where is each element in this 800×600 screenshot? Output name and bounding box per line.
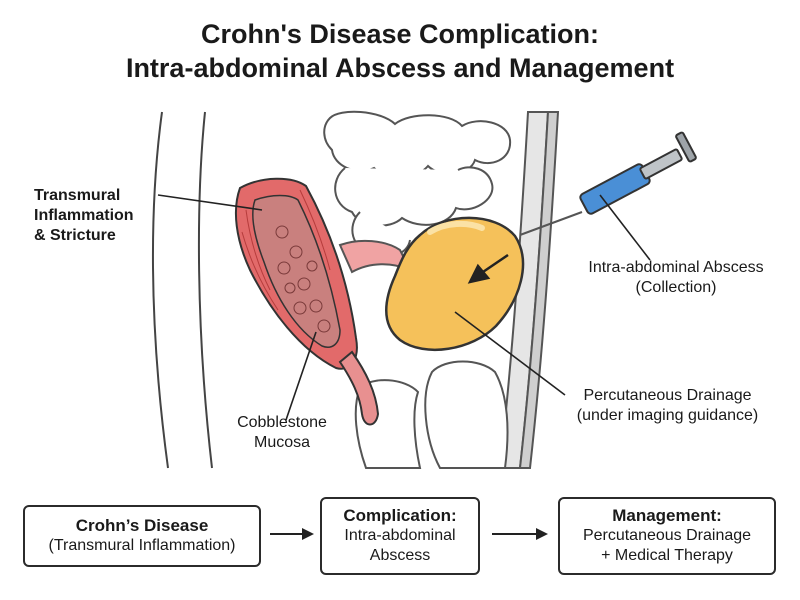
label-transmural-stricture: Transmural Inflammation & Stricture — [34, 187, 134, 244]
abscess-arrow — [467, 253, 509, 284]
cobblestone-pattern — [275, 225, 331, 333]
flow-box-crohns-disease: Crohn’s Disease (Transmural Inflammation… — [23, 505, 261, 567]
abscess-collection — [385, 216, 525, 352]
flow-arrow-1 — [270, 528, 314, 540]
flow-arrow-2 — [492, 528, 548, 540]
rectosigmoid-tail — [338, 350, 380, 426]
body-outline — [151, 111, 213, 469]
label-intra-abdominal-abscess: Intra-abdominal Abscess (Collection) — [588, 259, 764, 296]
diagram-title-line-2: Intra-abdominal Abscess and Management — [125, 53, 675, 83]
label-percutaneous-drainage: Percutaneous Drainage (under imaging gui… — [576, 387, 759, 424]
bowel-wall-striations — [241, 189, 331, 311]
leader-lines — [157, 194, 651, 421]
flow-box-complication: Complication: Intra-abdominal Abscess — [320, 497, 480, 575]
small-bowel-loops — [323, 110, 512, 258]
flow-box-management: Management: Percutaneous Drainage + Medi… — [558, 497, 776, 575]
strictured-bowel-segment — [234, 177, 380, 426]
label-cobblestone-mucosa: Cobblestone Mucosa — [237, 414, 327, 451]
syringe-icon — [519, 131, 697, 236]
abdominal-wall — [498, 111, 560, 469]
diagram-title-line-1: Crohn's Disease Complication: — [201, 19, 599, 49]
